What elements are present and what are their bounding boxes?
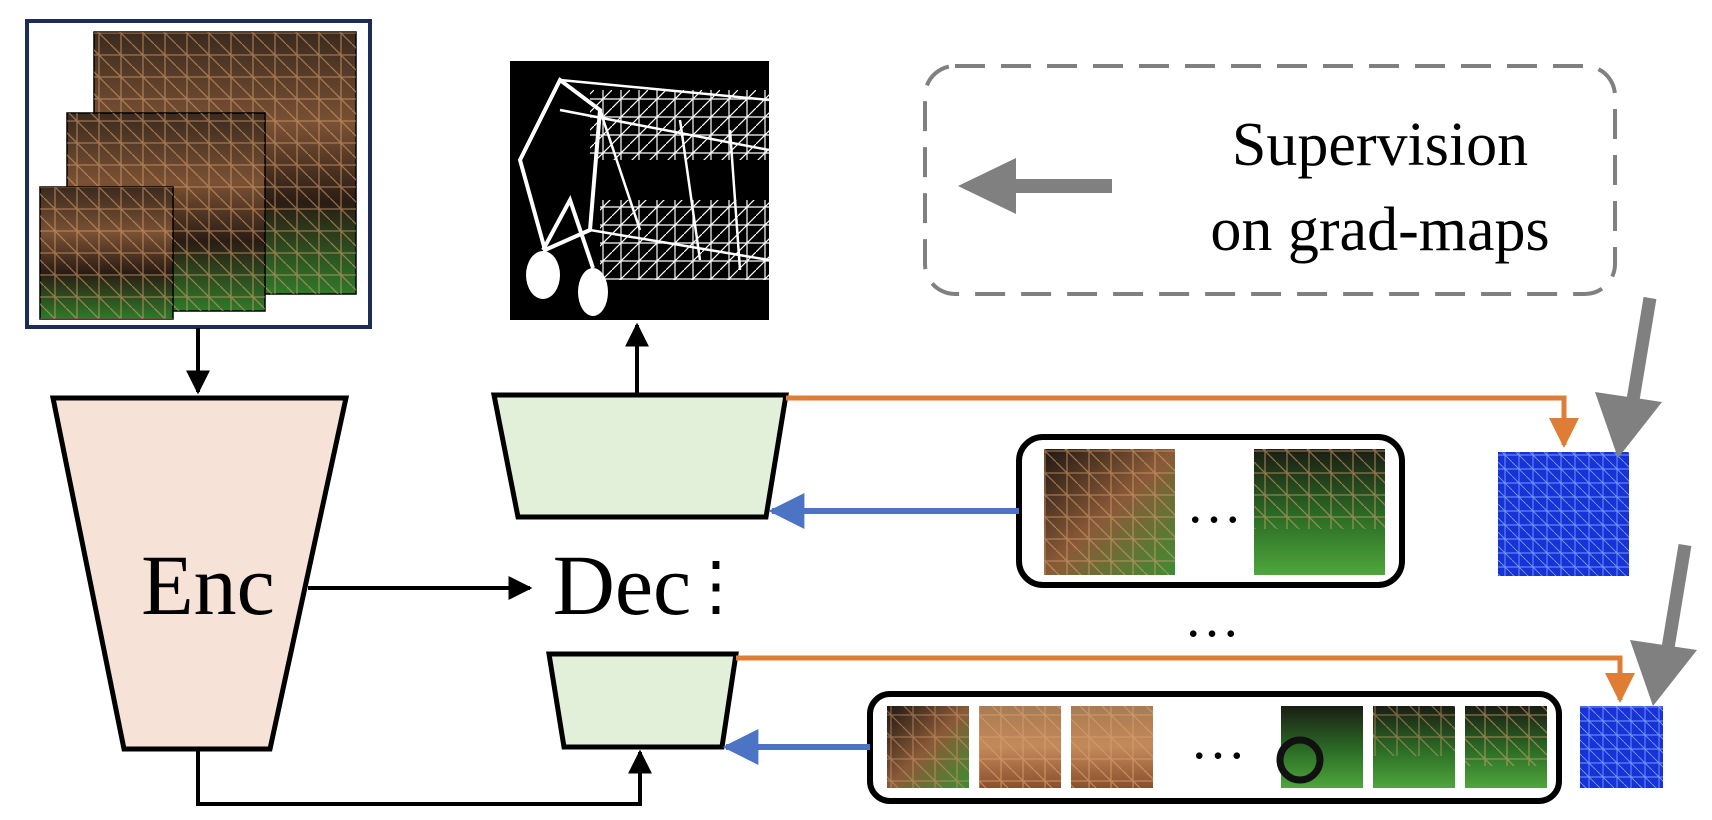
patch-bottom-3 [1071,706,1153,788]
decoder-bottom-block [546,651,739,750]
patch-bottom-5 [1373,706,1455,788]
patch-top-2 [1254,449,1385,575]
decoder-bottom-trapezoid [546,651,739,750]
supervision-line-1: Supervision [1232,111,1528,179]
supervision-dashed-frame [923,64,1617,296]
supervision-left-arrow-icon [958,158,1112,214]
patch-bottom-1 [887,706,969,788]
skip-connection-path [196,749,652,806]
orange-arrow-bottom [736,655,1635,703]
gray-arrow-top [1595,296,1662,458]
airplane-wireframe-icon [517,76,770,316]
input-image-stack [25,19,372,329]
patch-top-1 [1044,449,1175,575]
patch-bottom-4 [1276,706,1363,788]
patch-top-ellipsis: … [1186,473,1242,535]
decoder-label: Dec [553,537,691,633]
orange-arrow-top [786,395,1579,448]
encoder-block: Enc [49,395,350,752]
grad-map-top [1498,452,1629,576]
decoder-top-trapezoid [490,392,789,520]
encoder-label: Enc [141,537,275,633]
decoder-stack-dots: ⋮ [683,550,749,623]
patch-strip-top: … [1016,434,1405,588]
encoder-trapezoid [49,395,350,752]
gray-arrow-bottom [1630,543,1697,706]
patch-strip-bottom: … [867,691,1562,804]
patch-bottom-2 [979,706,1061,788]
supervision-line-2: on grad-maps [1210,196,1549,264]
strip-ellipsis: … [1184,587,1240,649]
edge-map-output [510,61,770,320]
input-scale-small [39,186,174,320]
patch-bottom-ellipsis: … [1190,709,1246,771]
patch-bottom-6 [1465,706,1547,788]
decoder-top-block [490,392,789,520]
supervision-box: Supervision on grad-maps [923,64,1617,296]
grad-map-bottom [1580,706,1663,788]
